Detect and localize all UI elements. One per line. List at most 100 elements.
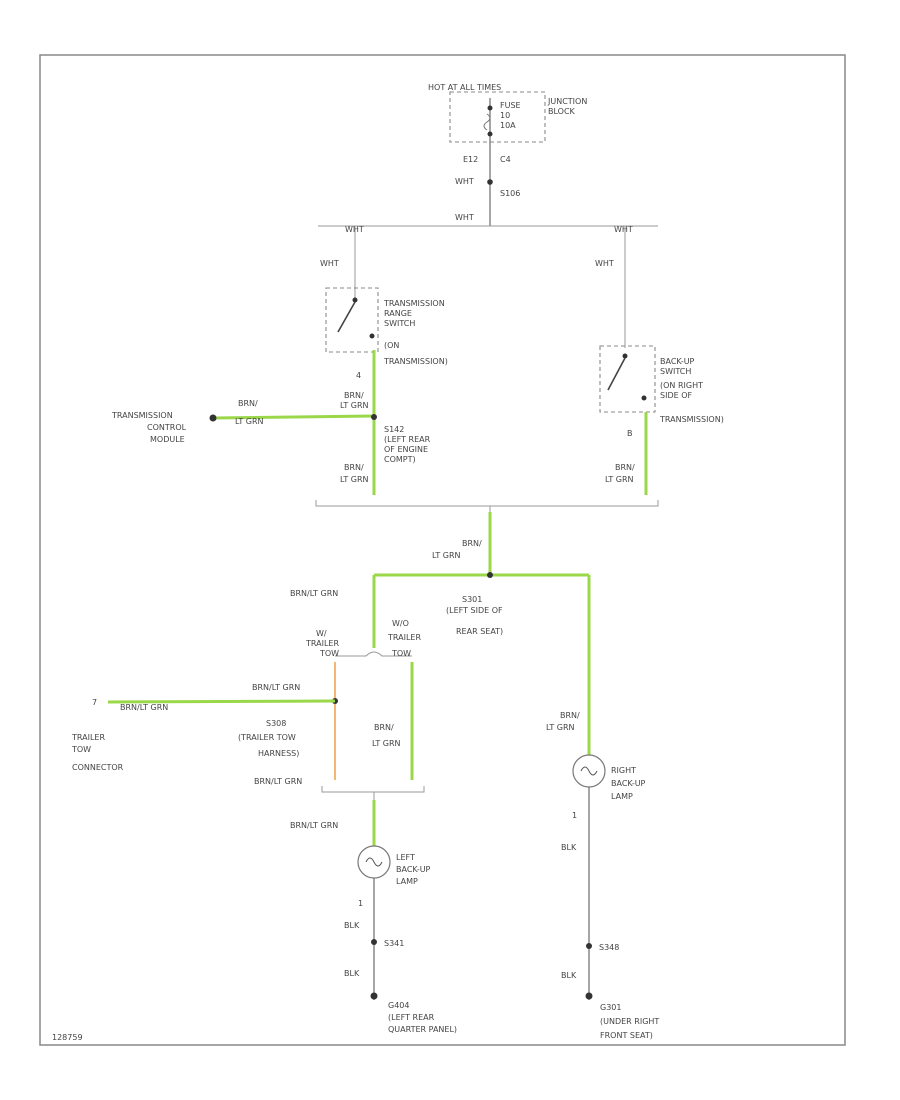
- s308-below-label: BRN/LT GRN: [254, 777, 302, 786]
- s142-wire-above-2: LT GRN: [340, 401, 369, 410]
- fuse-symbol: [483, 98, 493, 142]
- fuse-label-name: FUSE: [500, 101, 521, 110]
- g301-label-1: G301: [600, 1003, 621, 1012]
- g404-label-2: (LEFT REAR: [388, 1013, 435, 1022]
- right-lamp-label-3: LAMP: [611, 792, 633, 801]
- diagram-frame: [39, 54, 846, 1046]
- s142-label-3: OF ENGINE: [384, 445, 428, 454]
- junction-label-line2: BLOCK: [548, 107, 576, 116]
- s301-label-3: REAR SEAT): [456, 627, 503, 636]
- w-trailer-label-3: TOW: [319, 649, 339, 658]
- s142-wire-below-2: LT GRN: [340, 475, 369, 484]
- splice-s341-dot: [371, 939, 377, 945]
- backup-wire-label-1: BRN/: [615, 463, 635, 472]
- s301-label-1: S301: [462, 595, 482, 604]
- trunk-label-1: BRN/: [462, 539, 482, 548]
- trailer-connector-wire-label: BRN/LT GRN: [120, 703, 168, 712]
- trs-label-1: TRANSMISSION: [383, 299, 445, 308]
- g404-label-1: G404: [388, 1001, 409, 1010]
- right-lamp-label-2: BACK-UP: [611, 779, 646, 788]
- g301-label-2: (UNDER RIGHT: [600, 1017, 659, 1026]
- tcm-label-1: TRANSMISSION: [111, 411, 173, 420]
- trailer-connector-label-3: CONNECTOR: [72, 763, 124, 772]
- backup-switch-outline: [599, 345, 656, 413]
- backup-switch-pin: B: [627, 429, 633, 438]
- ground-g301-dot: [585, 992, 593, 1000]
- backup-switch-label-5: TRANSMISSION): [659, 415, 724, 424]
- backup-switch-label-1: BACK-UP: [660, 357, 695, 366]
- fuse-label-amps: 10A: [500, 121, 516, 130]
- s308-label-3: HARNESS): [258, 749, 299, 758]
- g404-label-3: QUARTER PANEL): [388, 1025, 457, 1034]
- g301-label-3: FRONT SEAT): [600, 1031, 653, 1040]
- right-lamp-pin: 1: [572, 811, 577, 820]
- s301-label-2: (LEFT SIDE OF: [446, 606, 503, 615]
- option-bracket-bottom: [321, 786, 425, 793]
- right-lamp-label-1: RIGHT: [611, 766, 636, 775]
- tcm-label-3: MODULE: [150, 435, 185, 444]
- wht-right-drop-label: WHT: [595, 259, 614, 268]
- junction-block-outline: [449, 91, 546, 143]
- s142-wire-above-1: BRN/: [344, 391, 364, 400]
- splice-s142-dot: [371, 414, 377, 420]
- splice-s106-dot: [487, 179, 493, 185]
- right-lamp-wire-1: BRN/: [560, 711, 580, 720]
- tcm-connector-dot: [209, 414, 217, 422]
- option-bracket-top: [315, 500, 659, 507]
- trs-label-5: TRANSMISSION): [383, 357, 448, 366]
- left-blk1-label: BLK: [344, 921, 360, 930]
- junction-label-line1: JUNCTION: [547, 97, 587, 106]
- left-lamp-label-3: LAMP: [396, 877, 418, 886]
- left-lamp-label-1: LEFT: [396, 853, 415, 862]
- diagram-code: 128759: [52, 1033, 83, 1042]
- tcm-wire: [212, 414, 375, 420]
- trailer-connector-label-2: TOW: [71, 745, 91, 754]
- trs-label-2: RANGE: [384, 309, 412, 318]
- wht-left-tap-label: WHT: [345, 225, 364, 234]
- trs-label-4: (ON: [384, 341, 399, 350]
- s301-left-wire-label: BRN/LT GRN: [290, 589, 338, 598]
- left-blk2-label: BLK: [344, 969, 360, 978]
- splice-s301-dot: [487, 572, 493, 578]
- w-trailer-label-2: TRAILER: [305, 639, 339, 648]
- s142-wire-below-1: BRN/: [344, 463, 364, 472]
- s142-label-1: S142: [384, 425, 404, 434]
- wo-trailer-label-3: TOW: [391, 649, 411, 658]
- backup-switch-label-4: SIDE OF: [660, 391, 692, 400]
- right-blk1-label: BLK: [561, 843, 577, 852]
- s308-label-1: S308: [266, 719, 286, 728]
- hot-at-all-times-label: HOT AT ALL TIMES: [428, 83, 501, 92]
- trs-label-3: SWITCH: [384, 319, 415, 328]
- trunk-label-2: LT GRN: [432, 551, 461, 560]
- wo-trailer-label-2: TRAILER: [387, 633, 421, 642]
- splice-s348-label: S348: [599, 943, 619, 952]
- splice-s348-dot: [586, 943, 592, 949]
- right-blk2-label: BLK: [561, 971, 577, 980]
- tcm-wire-label-1: BRN/: [238, 399, 258, 408]
- wht-main-label: WHT: [455, 177, 474, 186]
- wht-left-drop-label: WHT: [320, 259, 339, 268]
- right-lamp-wire-2: LT GRN: [546, 723, 575, 732]
- backup-switch-label-3: (ON RIGHT: [660, 381, 703, 390]
- trailer-option-split: [335, 651, 412, 657]
- tcm-label-2: CONTROL: [147, 423, 187, 432]
- trs-pin-label: 4: [356, 371, 361, 380]
- left-lamp-label-2: BACK-UP: [396, 865, 431, 874]
- trailer-connector-wire: [107, 699, 336, 704]
- w-trailer-label-1: W/: [316, 629, 327, 638]
- wo-trailer-label-1: W/O: [392, 619, 409, 628]
- backup-switch-icon: [607, 353, 647, 401]
- trs-switch-icon: [337, 297, 375, 339]
- wo-wire-label-1: BRN/: [374, 723, 394, 732]
- backup-switch-label-2: SWITCH: [660, 367, 691, 376]
- trs-switch-outline: [325, 287, 379, 353]
- s142-label-2: (LEFT REAR: [384, 435, 431, 444]
- left-lamp-wire-above: BRN/LT GRN: [290, 821, 338, 830]
- fuse-label-number: 10: [500, 111, 510, 120]
- pin-label-e12: E12: [463, 155, 478, 164]
- trailer-connector-label-1: TRAILER: [71, 733, 105, 742]
- splice-s341-label: S341: [384, 939, 404, 948]
- pin-label-c4: C4: [500, 155, 511, 164]
- s308-label-2: (TRAILER TOW: [238, 733, 296, 742]
